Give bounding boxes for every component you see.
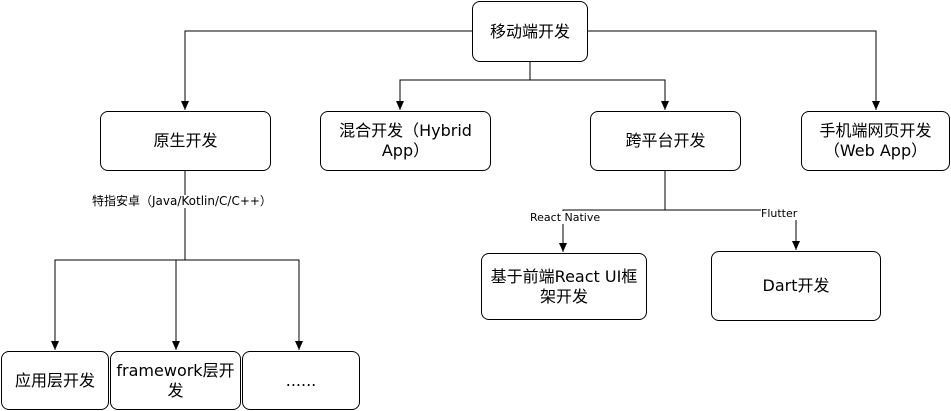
edge-label-android-note: 特指安卓（Java/Kotlin/C/C++） (92, 194, 272, 208)
node-dart-dev: Dart开发 (711, 251, 881, 321)
node-more: ...... (242, 351, 360, 410)
edge-label-flutter: Flutter (761, 207, 798, 220)
node-app-layer-dev: 应用层开发 (1, 351, 109, 410)
node-mobile-dev: 移动端开发 (472, 1, 588, 62)
edge-root-cross (530, 79, 669, 110)
node-react-ui-dev: 基于前端React UI框 架开发 (481, 253, 647, 320)
node-cross-platform-dev: 跨平台开发 (590, 111, 741, 171)
edge-native-app (51, 259, 185, 350)
node-hybrid-dev: 混合开发（Hybrid App） (320, 111, 491, 171)
edge-root-web (588, 30, 880, 110)
node-web-app-dev: 手机端网页开发 （Web App） (801, 111, 950, 171)
node-framework-layer-dev: framework层开 发 (110, 351, 241, 410)
edge-cross-react (559, 171, 666, 252)
edge-root-native (181, 30, 472, 110)
edge-root-hybrid-cross (396, 62, 531, 110)
node-native-dev: 原生开发 (100, 111, 271, 171)
edge-label-react-native: React Native (530, 211, 601, 224)
edge-native-more (185, 259, 303, 350)
